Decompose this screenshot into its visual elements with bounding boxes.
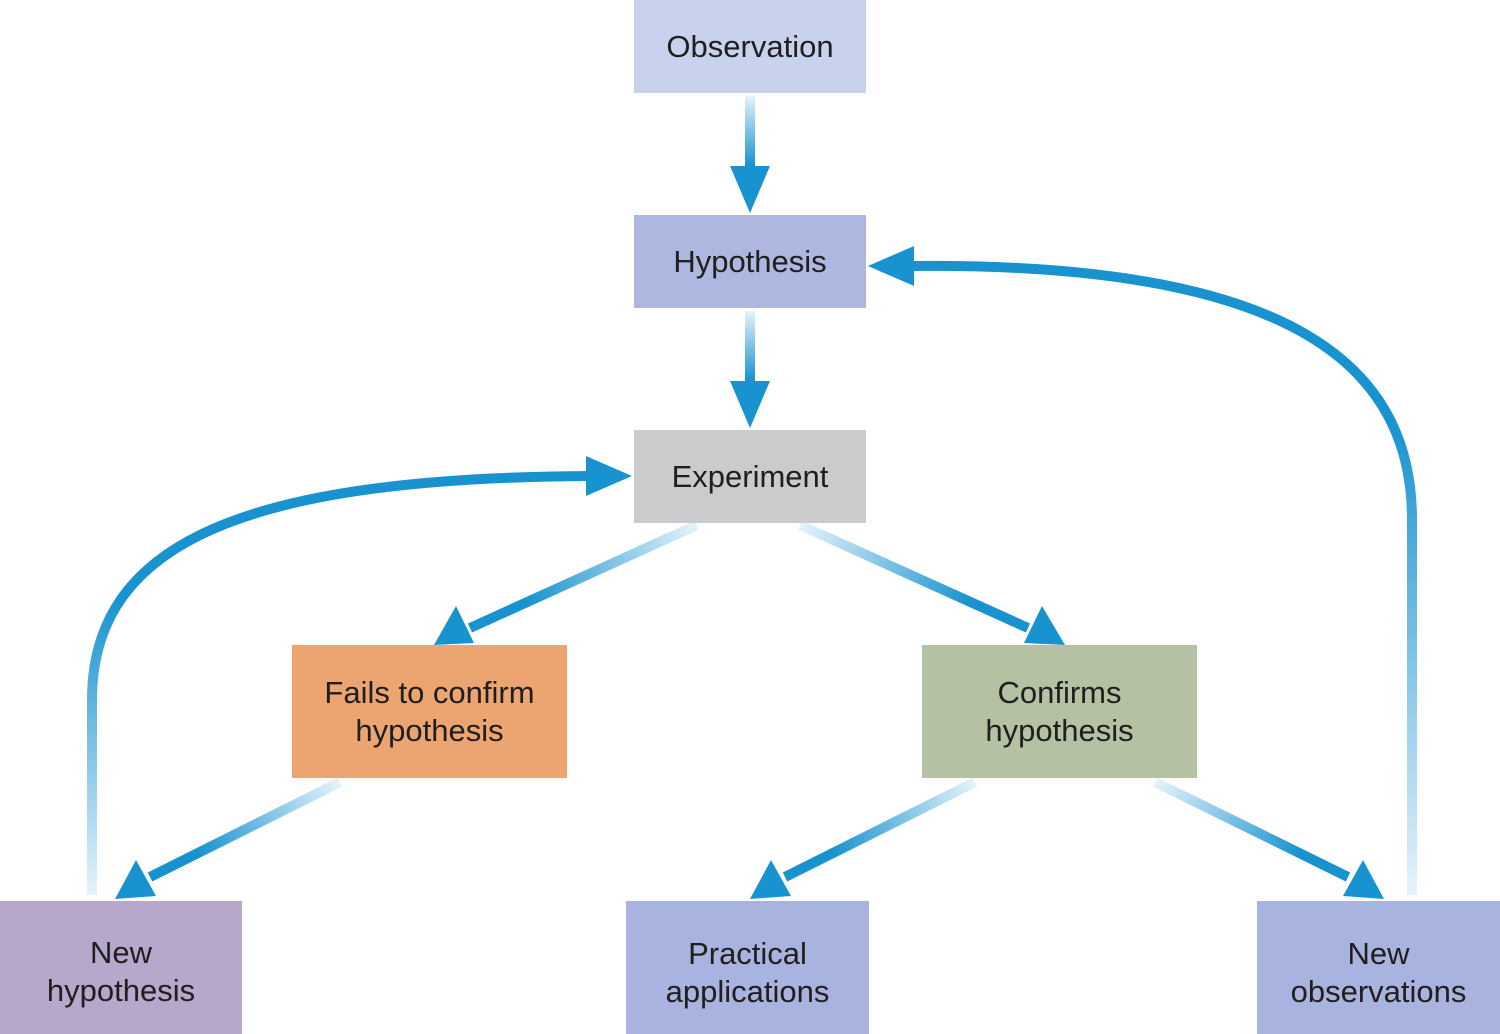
arrow-new-hypothesis-to-experiment xyxy=(87,456,632,895)
node-fails-label-line-2: hypothesis xyxy=(355,712,504,748)
node-practical-label-line-1: Practical xyxy=(688,935,807,971)
arrow-confirms-to-practical-applications xyxy=(750,777,978,899)
arrow-experiment-to-fails xyxy=(434,520,700,645)
node-observation: Observation xyxy=(634,0,866,93)
node-confirms-hypothesis: Confirms hypothesis xyxy=(922,645,1197,778)
node-hypothesis: Hypothesis xyxy=(634,215,866,308)
arrow-confirms-to-new-observations xyxy=(1152,777,1384,899)
node-experiment-label: Experiment xyxy=(671,458,829,494)
node-hypothesis-label: Hypothesis xyxy=(673,243,827,279)
node-new-hypothesis-label-line-2: hypothesis xyxy=(46,972,196,1008)
arrow-hypothesis-to-experiment xyxy=(730,311,770,428)
node-new-hypothesis: New hypothesis xyxy=(0,901,242,1034)
node-fails-to-confirm-hypothesis: Fails to confirm hypothesis xyxy=(292,645,567,778)
arrow-fails-to-new-hypothesis xyxy=(115,777,343,899)
node-observation-label: Observation xyxy=(666,28,834,64)
node-new-observations: New observations xyxy=(1257,901,1500,1034)
node-confirms-label-line-1: Confirms xyxy=(997,674,1122,710)
node-new-hypothesis-label-line-1: New xyxy=(89,934,152,970)
node-fails-label-line-1: Fails to confirm xyxy=(324,674,535,710)
node-practical-applications: Practical applications xyxy=(626,901,869,1034)
node-new-observations-label-line-2: observations xyxy=(1290,973,1467,1009)
arrow-experiment-to-confirms xyxy=(797,520,1065,645)
arrow-observation-to-hypothesis xyxy=(730,96,770,213)
node-practical-label-line-2: applications xyxy=(665,973,830,1009)
node-experiment: Experiment xyxy=(634,430,866,523)
node-new-observations-label-line-1: New xyxy=(1347,935,1410,971)
arrow-new-observations-to-hypothesis xyxy=(868,246,1417,895)
node-confirms-label-line-2: hypothesis xyxy=(985,712,1134,748)
